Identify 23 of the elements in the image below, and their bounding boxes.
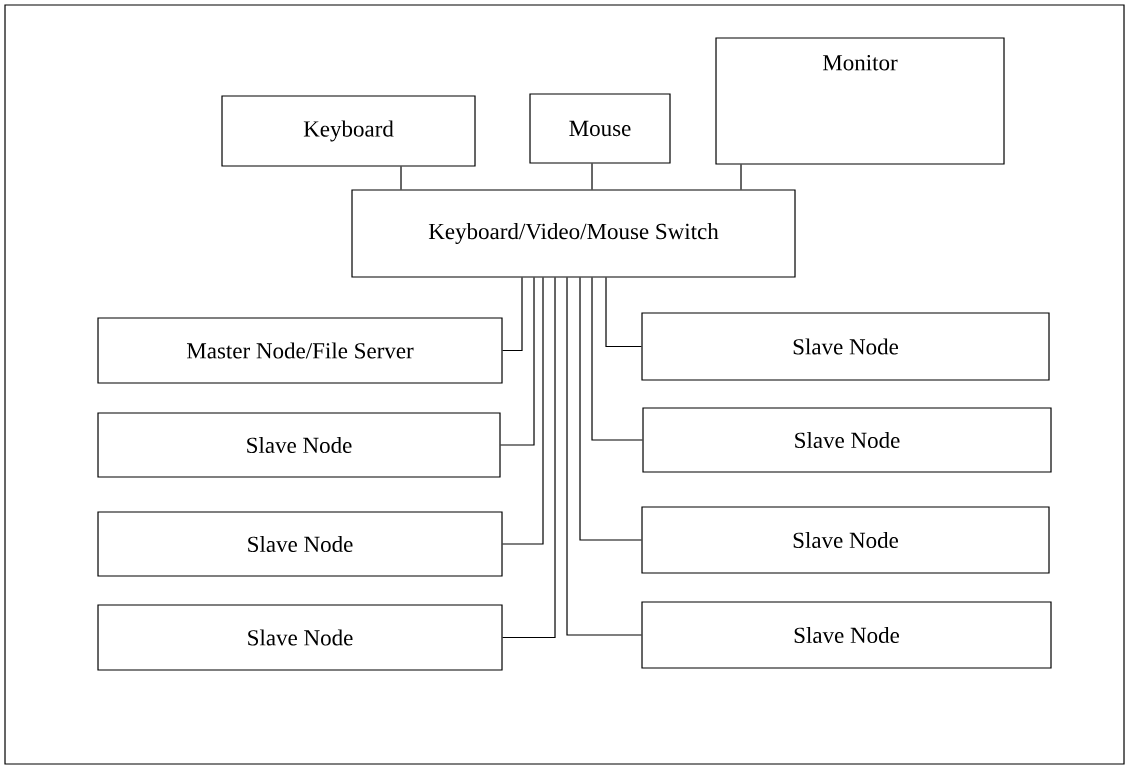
connector-line <box>502 277 544 545</box>
connector-line <box>500 277 535 446</box>
connector-line <box>740 164 742 190</box>
node-box: Slave Node <box>642 407 1052 473</box>
connector-line <box>591 277 643 441</box>
node-box: Keyboard/Video/Mouse Switch <box>351 189 796 278</box>
connector-line <box>566 277 642 636</box>
node-box: Mouse <box>529 93 671 164</box>
node-box: Slave Node <box>97 604 503 671</box>
node-box: Keyboard <box>221 95 476 167</box>
node-box: Monitor <box>715 37 1005 165</box>
node-box: Slave Node <box>641 506 1050 574</box>
connector-line <box>502 277 556 639</box>
connector-line <box>591 163 593 190</box>
node-box: Slave Node <box>97 511 503 577</box>
node-box: Slave Node <box>97 412 501 478</box>
connector-line <box>400 166 402 190</box>
node-box: Slave Node <box>641 601 1052 669</box>
connector-line <box>579 277 642 541</box>
connector-line <box>502 277 523 352</box>
node-box: Slave Node <box>641 312 1050 381</box>
connector-line <box>605 277 642 348</box>
node-box: Master Node/File Server <box>97 317 503 384</box>
